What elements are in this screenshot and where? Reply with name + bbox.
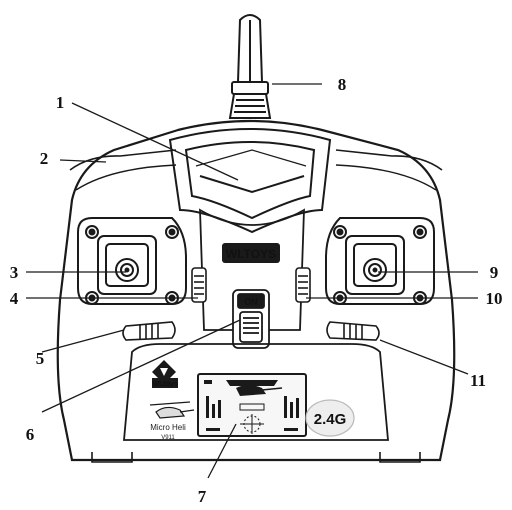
power-switch-label: ON [244, 297, 258, 307]
top-handle [168, 128, 332, 234]
left-horizontal-trim[interactable] [122, 321, 176, 341]
power-switch[interactable] [232, 289, 270, 349]
callout-5: 5 [36, 349, 45, 368]
logo-text: WLtoys [152, 381, 177, 388]
right-vertical-trim[interactable] [295, 267, 311, 303]
wltoys-logo: WLtoys [152, 360, 178, 388]
callout-7: 7 [198, 487, 207, 506]
frequency-badge: 2.4G [305, 399, 355, 437]
right-stick[interactable] [363, 258, 387, 282]
lower-panel [123, 343, 389, 441]
callout-3: 3 [10, 263, 19, 282]
callout-9: 9 [490, 263, 499, 282]
brand-badge-text: WLTOYS [226, 247, 276, 261]
lcd-screen [197, 373, 307, 437]
model-name: Micro Heli [150, 423, 186, 432]
left-vertical-trim[interactable] [191, 267, 207, 303]
antenna [228, 14, 272, 119]
helicopter-icon [149, 401, 195, 419]
callout-2: 2 [40, 149, 49, 168]
callout-11: 11 [470, 371, 486, 390]
leader-lines [26, 83, 478, 479]
left-stick[interactable] [115, 258, 139, 282]
callout-1: 1 [56, 93, 65, 112]
callout-6: 6 [26, 425, 35, 444]
frequency-badge-text: 2.4G [314, 411, 347, 428]
model-code: V911 [161, 435, 175, 441]
center-panel [199, 208, 305, 331]
callout-8: 8 [338, 75, 347, 94]
callout-10: 10 [486, 289, 503, 308]
right-horizontal-trim[interactable] [326, 321, 380, 341]
controller-body [56, 119, 456, 463]
callout-4: 4 [10, 289, 19, 308]
brand-badge: WLTOYS [222, 243, 280, 263]
